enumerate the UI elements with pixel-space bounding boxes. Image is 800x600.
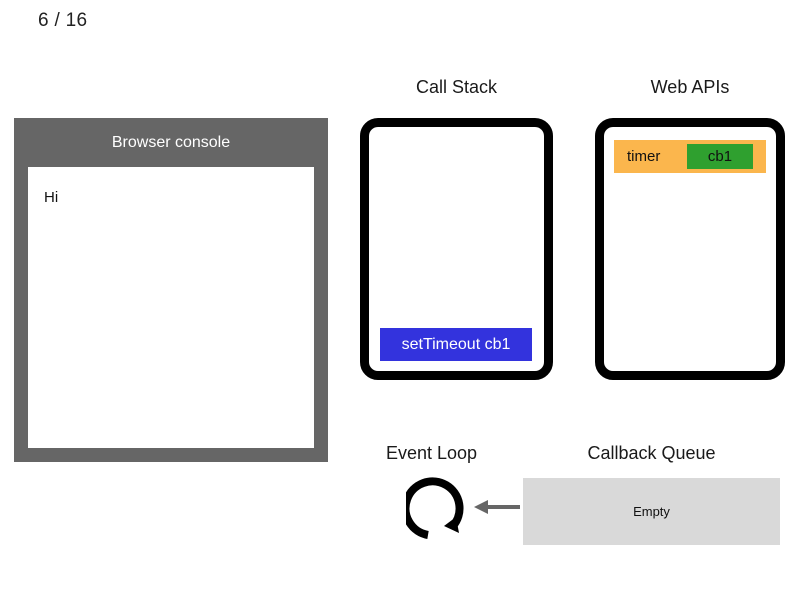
web-apis-box: timer cb1 xyxy=(595,118,785,380)
call-stack-box: setTimeout cb1 xyxy=(360,118,553,380)
circular-arrow-icon xyxy=(401,476,472,542)
arrow-left-icon xyxy=(474,496,520,518)
slide-counter: 6 / 16 xyxy=(38,10,88,31)
web-api-timer-entry: timer cb1 xyxy=(614,140,766,173)
event-loop-caption: Event Loop xyxy=(385,443,478,463)
browser-console-title: Browser console xyxy=(111,134,231,151)
callback-queue-caption: Callback Queue xyxy=(587,443,716,463)
callback-queue-status: Empty xyxy=(633,504,670,519)
web-api-timer-callback: cb1 xyxy=(687,144,753,169)
call-stack-caption: Call Stack xyxy=(415,77,498,97)
browser-console-output: Hi xyxy=(28,167,314,448)
web-api-timer-label: timer xyxy=(627,148,661,165)
callback-queue-box: Empty xyxy=(523,478,780,545)
console-log-line: Hi xyxy=(44,189,59,206)
browser-console-panel: Browser console Hi xyxy=(14,118,328,462)
web-apis-caption: Web APIs xyxy=(650,77,730,97)
call-stack-frame: setTimeout cb1 xyxy=(380,328,532,361)
